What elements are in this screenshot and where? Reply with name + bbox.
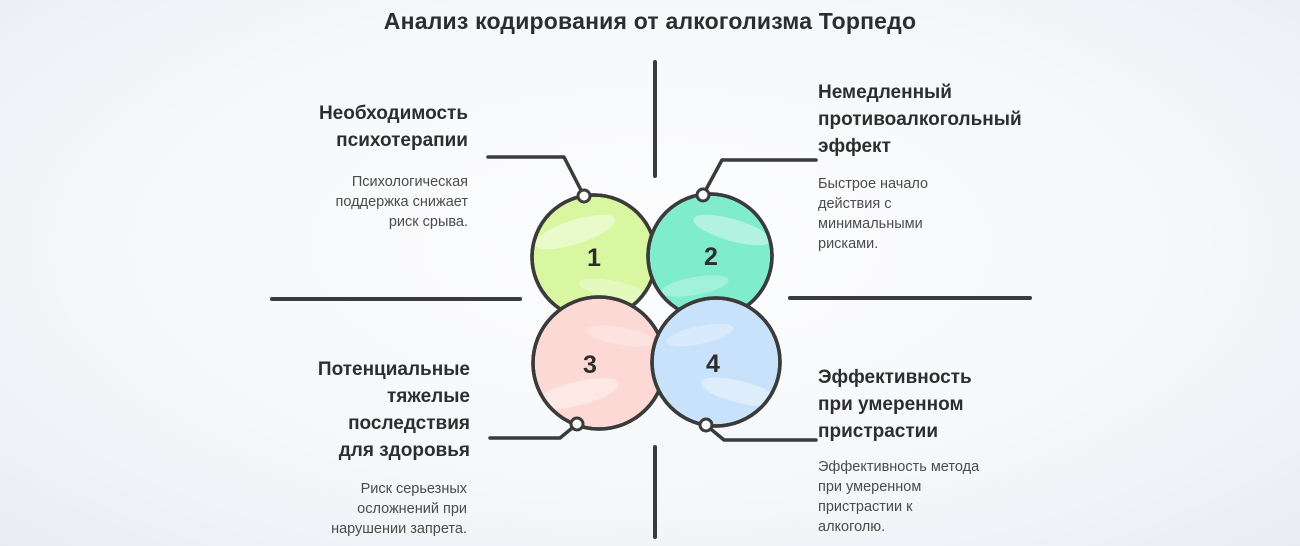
- circle-2: [646, 192, 774, 320]
- circle-4-outline: [650, 296, 782, 428]
- quadrant-4-description: Эффективность метода при умеренном прист…: [818, 459, 980, 535]
- quadrant-3-description: Риск серьезных осложнений при нарушении …: [331, 481, 467, 537]
- connector-dot-4: [698, 417, 714, 433]
- cross-axes: [270, 60, 1032, 539]
- connector-quadrant-2: [701, 158, 818, 197]
- watercolor-texture: [533, 325, 654, 410]
- circle-4-number: 4: [706, 350, 720, 378]
- circle-3: [531, 295, 667, 431]
- circle-2-number: 2: [704, 243, 718, 271]
- quadrant-2-description: Быстрое начало действия с минимальными р…: [818, 176, 929, 252]
- watercolor-texture: [666, 323, 779, 407]
- quadrant-4-heading: Эффективность при умеренном пристрастии: [818, 367, 972, 442]
- circle-numbers: 1 2 3 4: [583, 243, 720, 379]
- connector-quadrant-4: [704, 423, 818, 442]
- circle-4: [650, 296, 782, 428]
- connector-quadrant-1: [486, 155, 586, 198]
- quadrant-1-heading: Необходимость психотерапии: [318, 103, 468, 151]
- connector-dots: [569, 187, 714, 433]
- connector-dot-3: [569, 416, 585, 432]
- connector-quadrant-3: [488, 422, 579, 440]
- quadrant-3-heading: Потенциальные тяжелые последствия для зд…: [317, 359, 470, 461]
- connector-dot-1: [576, 188, 592, 204]
- circle-1-number: 1: [587, 244, 601, 272]
- quadrant-1-description: Психологическая поддержка снижает риск с…: [335, 174, 468, 230]
- circle-3-number: 3: [583, 351, 597, 379]
- connectors: [486, 155, 818, 442]
- page-title: Анализ кодирования от алкоголизма Торпед…: [383, 8, 917, 34]
- venn-circles: [530, 192, 782, 431]
- watercolor-texture: [534, 214, 650, 302]
- quadrant-2-heading: Немедленный противоалкогольный эффект: [818, 82, 1022, 157]
- connector-dot-2: [695, 187, 711, 203]
- watercolor-texture: [661, 214, 771, 297]
